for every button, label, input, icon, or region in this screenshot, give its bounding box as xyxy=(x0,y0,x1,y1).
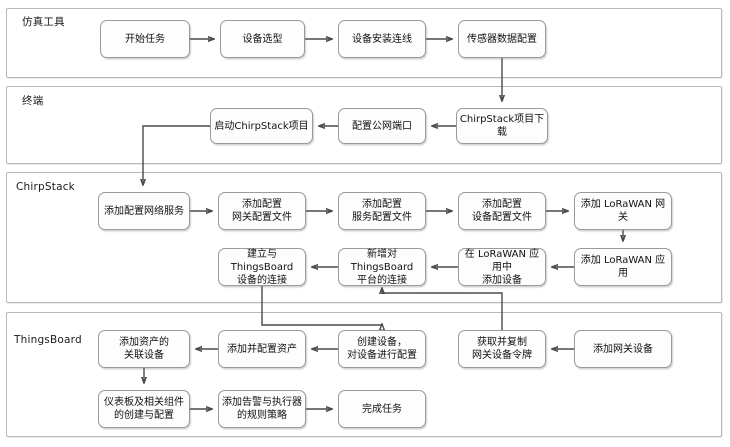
node-label: 添加 LoRaWAN 应用 xyxy=(577,254,669,280)
node-label: 设备选型 xyxy=(243,33,283,46)
node-label-line: 建立与ThingsBoard xyxy=(230,248,294,273)
node-label: 完成任务 xyxy=(362,403,402,416)
node-label: 添加告警与执行器的规则策略 xyxy=(222,396,302,422)
node-label: 开始任务 xyxy=(125,33,165,46)
swimlane-label-terminal: 终端 xyxy=(22,95,44,107)
node-label: ChirpStack项目下载 xyxy=(459,113,545,139)
swimlane-label-thingsboard: ThingsBoard xyxy=(14,334,82,346)
swimlane-label-simulation: 仿真工具 xyxy=(22,16,65,28)
node-label-line: ChirpStack项目下载 xyxy=(459,114,545,138)
process-node-add-asset[interactable]: 添加并配置资产 xyxy=(218,330,306,368)
node-label-line: 添加配置 xyxy=(242,199,282,210)
node-label: 添加配置网络服务 xyxy=(104,205,184,218)
process-node-asset-rel-dev[interactable]: 添加资产的关联设备 xyxy=(98,330,190,368)
swimlane-label-chirpstack: ChirpStack xyxy=(16,181,75,193)
node-label-line: 对设备进行配置 xyxy=(347,350,417,361)
node-label: 添加资产的关联设备 xyxy=(119,336,169,362)
node-label-line: 在 LoRaWAN 应用中 xyxy=(464,248,540,273)
process-node-add-app[interactable]: 添加 LoRaWAN 应用 xyxy=(574,248,672,286)
process-node-net-service[interactable]: 添加配置网络服务 xyxy=(98,192,190,230)
node-label: 配置公网端口 xyxy=(352,120,412,133)
process-node-create-device[interactable]: 创建设备， 对设备进行配置 xyxy=(338,330,426,368)
process-node-add-gw-device[interactable]: 添加网关设备 xyxy=(574,330,672,368)
node-label-line: 的创建与配置 xyxy=(114,410,174,421)
process-node-dashboard[interactable]: 仪表板及相关组件的创建与配置 xyxy=(98,390,190,428)
process-node-copy-token[interactable]: 获取并复制网关设备令牌 xyxy=(458,330,546,368)
process-node-gw-conf-file[interactable]: 添加配置网关配置文件 xyxy=(218,192,306,230)
node-label-line: 添加告警与执行器 xyxy=(222,397,302,408)
node-label-line: 添加配置网络服务 xyxy=(104,205,184,217)
node-label: 添加配置服务配置文件 xyxy=(352,198,412,224)
node-label: 创建设备， 对设备进行配置 xyxy=(347,336,417,362)
node-label: 添加网关设备 xyxy=(593,343,653,356)
node-label-line: 添加资产的 xyxy=(119,337,169,348)
node-label-line: 设备安装连线 xyxy=(352,33,412,45)
process-node-dev-conf-file[interactable]: 添加配置设备配置文件 xyxy=(458,192,546,230)
process-node-add-gateway[interactable]: 添加 LoRaWAN 网关 xyxy=(574,192,672,230)
process-node-download[interactable]: ChirpStack项目下载 xyxy=(456,108,548,144)
node-label: 传感器数据配置 xyxy=(467,33,537,46)
node-label-line: 添加配置 xyxy=(482,199,522,210)
process-node-svc-conf-file[interactable]: 添加配置服务配置文件 xyxy=(338,192,426,230)
node-label: 添加配置设备配置文件 xyxy=(472,198,532,224)
node-label-line: 网关设备令牌 xyxy=(472,350,532,361)
node-label: 添加 LoRaWAN 网关 xyxy=(577,198,669,224)
node-label-line: 添加网关设备 xyxy=(593,343,653,355)
node-label-line: 开始任务 xyxy=(125,33,165,45)
node-label-line: 创建设备， xyxy=(357,337,407,348)
node-label-line: 设备选型 xyxy=(242,33,283,45)
node-label-line: 获取并复制 xyxy=(477,337,527,348)
node-label-line: 传感器数据配置 xyxy=(467,33,537,45)
process-node-alarm-rule[interactable]: 添加告警与执行器的规则策略 xyxy=(218,390,306,428)
node-label-line: 关联设备 xyxy=(124,350,164,361)
node-label-line: 添加设备 xyxy=(482,274,522,286)
node-label-line: 新增对ThingsBoard xyxy=(350,248,414,273)
swimlane-terminal xyxy=(6,86,722,164)
node-label: 启动ChirpStack项目 xyxy=(214,120,308,133)
node-label-line: 设备的连接 xyxy=(237,274,287,286)
process-node-add-dev-in-app[interactable]: 在 LoRaWAN 应用中添加设备 xyxy=(458,248,546,286)
process-node-start[interactable]: 开始任务 xyxy=(100,20,190,58)
node-label-line: 添加 LoRaWAN 应用 xyxy=(580,255,666,279)
process-node-sensor-config[interactable]: 传感器数据配置 xyxy=(458,20,546,58)
node-label-line: 添加 LoRaWAN 网关 xyxy=(580,199,666,223)
node-label: 添加配置网关配置文件 xyxy=(232,198,292,224)
process-node-public-port[interactable]: 配置公网端口 xyxy=(338,108,426,144)
node-label-line: 配置公网端口 xyxy=(352,120,412,132)
process-node-start-chirpstack[interactable]: 启动ChirpStack项目 xyxy=(210,108,313,144)
node-label: 仪表板及相关组件的创建与配置 xyxy=(104,396,184,422)
node-label: 获取并复制网关设备令牌 xyxy=(472,336,532,362)
node-label: 在 LoRaWAN 应用中添加设备 xyxy=(461,248,543,287)
node-label-line: 完成任务 xyxy=(362,403,402,415)
node-label-line: 添加配置 xyxy=(362,199,402,210)
process-node-device-install[interactable]: 设备安装连线 xyxy=(338,20,426,58)
process-node-finish[interactable]: 完成任务 xyxy=(338,390,426,428)
node-label: 添加并配置资产 xyxy=(227,343,297,356)
node-label: 设备安装连线 xyxy=(352,33,412,46)
node-label-line: 启动ChirpStack项目 xyxy=(214,120,309,132)
node-label-line: 服务配置文件 xyxy=(352,212,412,223)
node-label-line: 添加并配置资产 xyxy=(227,343,297,355)
process-node-device-select[interactable]: 设备选型 xyxy=(220,20,305,58)
node-label-line: 的规则策略 xyxy=(237,410,287,421)
node-label-line: 设备配置文件 xyxy=(472,212,532,223)
node-label-line: 仪表板及相关组件 xyxy=(104,397,184,408)
node-label-line: 网关配置文件 xyxy=(232,212,292,223)
node-label-line: 平台的连接 xyxy=(357,274,407,286)
